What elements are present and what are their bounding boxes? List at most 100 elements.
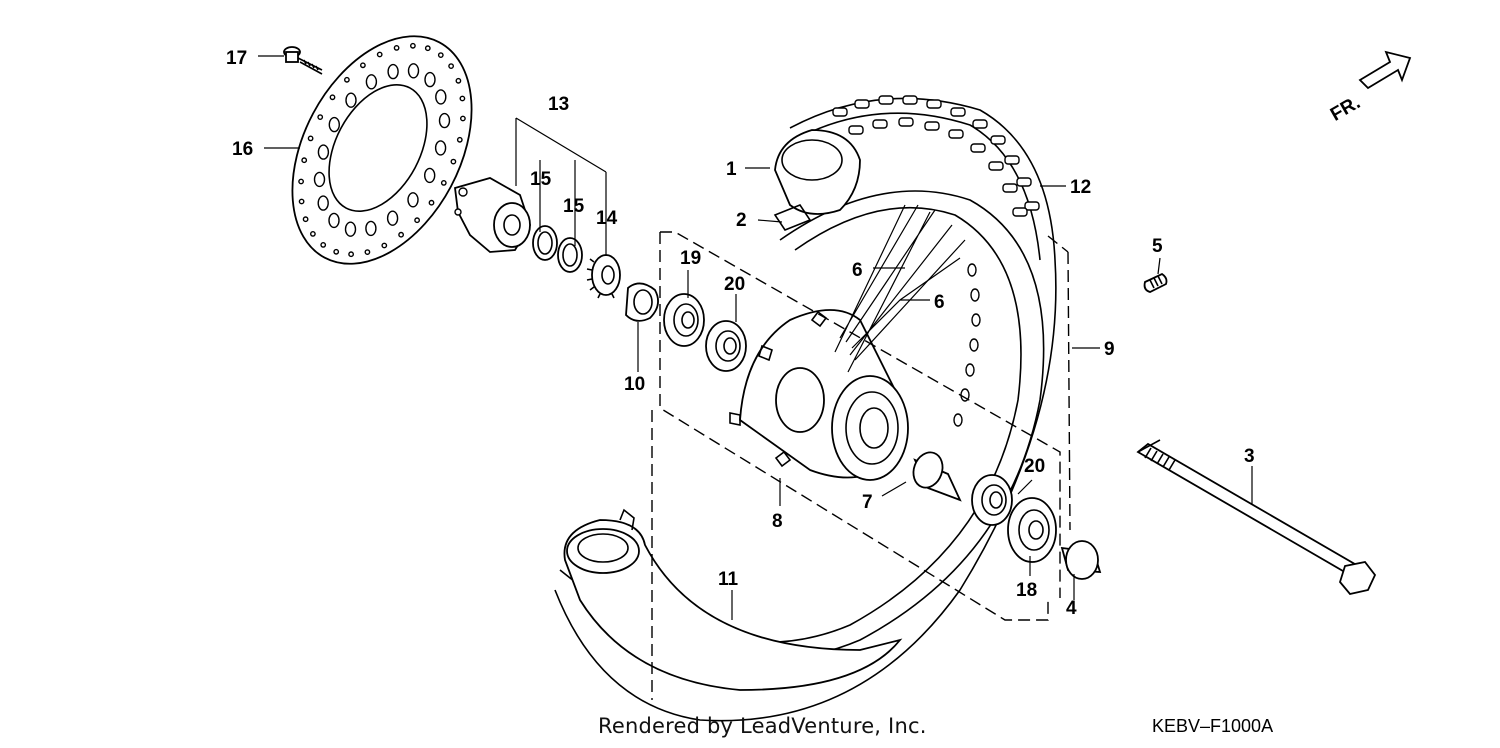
disc-hole [393,45,400,51]
disc-slot [345,92,357,108]
disc-hole [298,178,304,185]
disc-hole [428,199,435,206]
disc-hole [359,62,366,69]
assembly-outline-hub [659,231,1061,621]
disc-hole [440,179,447,186]
callout-4: 4 [1066,598,1077,619]
disc-slot [317,195,329,211]
callout-9: 9 [1104,339,1115,360]
callout-20b: 20 [1024,456,1045,477]
front-direction-arrow: FR. [1327,50,1412,126]
tread-block [972,119,988,129]
disc-hole [364,249,371,256]
distance-collar [912,451,962,502]
disc-hole [424,45,431,52]
disc-hole [376,51,383,58]
disc-hole [329,94,336,101]
tread-block [926,99,942,109]
disc-hole [455,77,462,84]
rim-band-clip [773,204,812,231]
callouts: 1 2 3 4 5 6 6 7 8 9 10 11 12 13 14 15 15… [226,48,1255,619]
callout-11: 11 [718,569,739,590]
oil-seal-b [557,237,583,273]
callout-16: 16 [232,139,253,160]
gear-retainer [625,282,659,322]
brake-disc [291,35,473,265]
tread-block [988,161,1004,171]
disc-hole [309,230,316,237]
disc-slot [365,74,378,90]
render-credit: Rendered by LeadVenture, Inc. [598,714,927,738]
rim-spoke-hole [965,363,975,377]
disc-hole [414,217,420,224]
disc-slot [317,144,330,160]
callout-3: 3 [1244,446,1255,467]
disc-hole [437,52,444,58]
disc-hole [459,115,466,122]
tread-block [832,107,848,117]
disc-hole [307,135,314,142]
dust-seal-18 [1007,497,1057,563]
disc-bolt [283,46,323,75]
disc-slot [435,89,447,105]
disc-hole [448,63,454,69]
disc-hole [409,42,416,49]
callout-12: 12 [1070,177,1091,198]
rim-spoke-hole [970,288,980,302]
disc-slot [313,171,326,188]
tread-block [1024,201,1040,211]
disc-hole [348,251,354,258]
disc-hole [459,95,466,102]
tread-block [950,107,966,117]
disc-hole [456,136,463,143]
callout-15b: 15 [563,196,585,217]
tread-block [902,95,918,105]
disc-hole [343,76,350,83]
bearing-20-upper [705,320,747,372]
tube-upper [774,129,861,215]
rim-spoke-hole [971,313,981,327]
disc-hole [320,241,327,248]
disc-slot [344,221,357,237]
disc-hole [302,216,309,223]
callout-5: 5 [1152,236,1163,257]
tread-block [1012,207,1028,217]
rim-spoke-hole [953,413,963,427]
tread-block [848,125,864,135]
disc-slot [365,220,377,237]
bearing-19 [663,293,705,347]
side-collar [1060,540,1102,580]
disc-slot [438,112,451,129]
disc-slot [328,116,340,133]
valve-cap [1143,272,1168,293]
disc-slot [387,63,399,80]
tread-block [1004,155,1020,165]
oil-seal-a [532,225,558,261]
disc-slot [424,71,436,88]
tread-block [1002,183,1018,193]
disc-slot [424,167,436,184]
speedometer-gearbox [454,177,531,253]
disc-slot [328,212,340,229]
callout-10: 10 [624,374,645,395]
disc-hole [381,242,388,249]
disc-hole [317,114,324,121]
disc-hole [333,248,340,255]
tread-block [854,99,870,109]
speedometer-gear [586,254,621,299]
wheel-hub [729,309,909,481]
leader-lines [258,55,1253,620]
disc-hole [398,231,404,238]
assembly-outline-wheel [651,235,1071,700]
disc-slot [407,63,420,79]
front-axle [1136,439,1377,595]
callout-8: 8 [772,511,783,532]
callout-17: 17 [226,48,247,69]
callout-15a: 15 [530,169,552,190]
disc-hole [298,198,305,205]
tread-block [970,143,986,153]
callout-20a: 20 [724,274,745,295]
tread-block [872,119,888,129]
callout-7: 7 [862,492,873,513]
disc-hole [301,157,308,164]
